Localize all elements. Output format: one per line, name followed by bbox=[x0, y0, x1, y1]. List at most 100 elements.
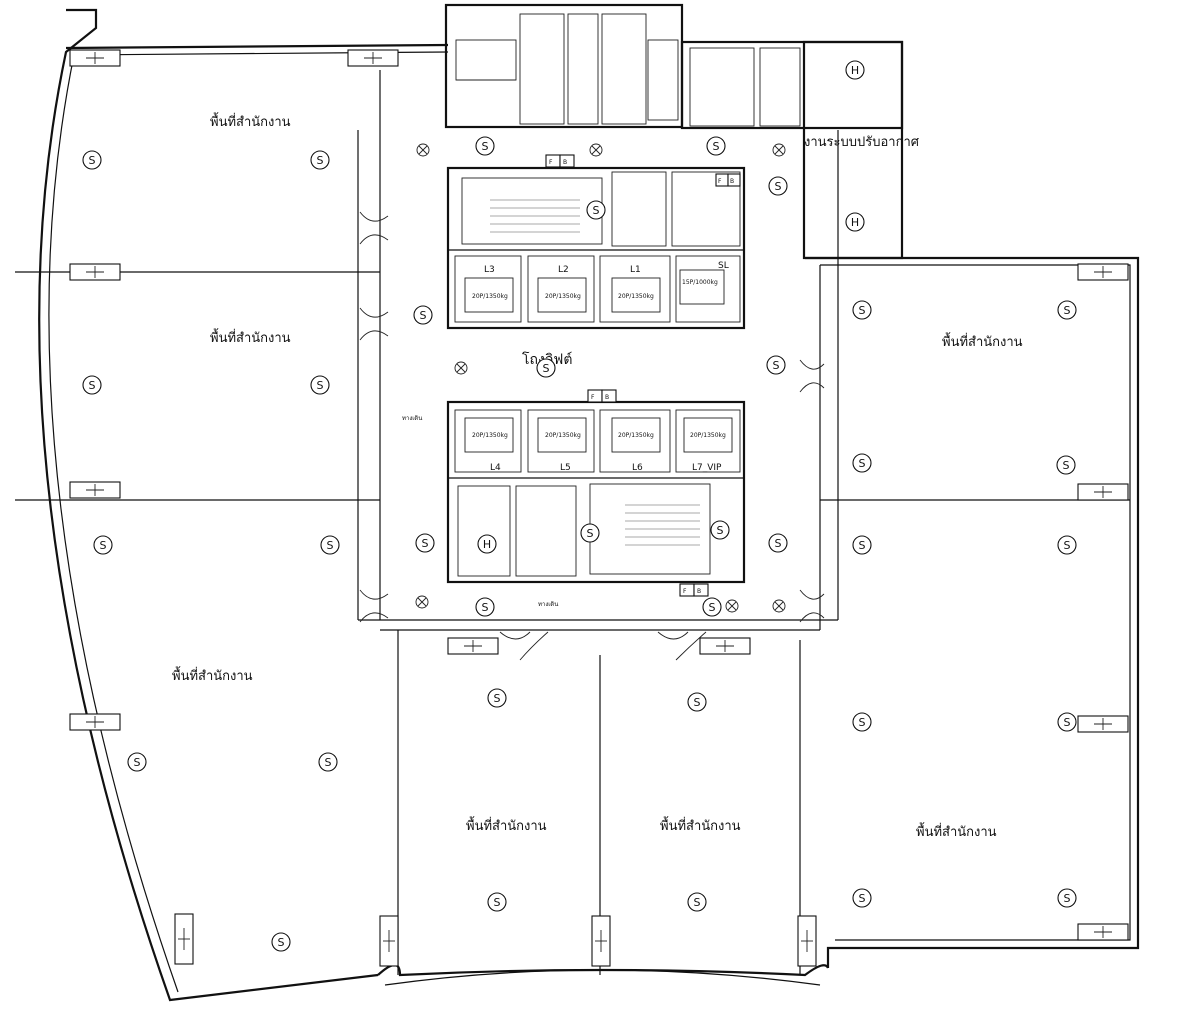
svg-text:S: S bbox=[709, 601, 716, 614]
sprinkler-symbol: S bbox=[1057, 300, 1077, 320]
lift-cap-l6: 20P/1350kg bbox=[618, 432, 654, 439]
lift-label-sl: SL bbox=[718, 261, 729, 271]
svg-text:S: S bbox=[775, 537, 782, 550]
sprinkler-symbol: S bbox=[318, 752, 338, 772]
sprinkler-symbol: S bbox=[687, 892, 707, 912]
svg-text:S: S bbox=[1063, 459, 1070, 472]
detector-icon bbox=[454, 361, 468, 375]
sprinkler-symbol: S bbox=[706, 136, 726, 156]
svg-text:S: S bbox=[587, 527, 594, 540]
lift-label-l3: L3 bbox=[484, 265, 495, 275]
sprinkler-symbol: S bbox=[487, 688, 507, 708]
svg-text:S: S bbox=[1064, 304, 1071, 317]
detector-icon bbox=[415, 595, 429, 609]
sprinkler-symbol: S bbox=[1057, 888, 1077, 908]
room-label-office-3: พื้นที่สำนักงาน bbox=[172, 666, 253, 684]
svg-text:S: S bbox=[494, 896, 501, 909]
outer-walls bbox=[38, 3, 1140, 1002]
corridor-label: ทางเดิน bbox=[402, 415, 422, 422]
detectors bbox=[415, 143, 786, 613]
sprinkler-symbol: S bbox=[586, 200, 606, 220]
hydrant-symbol: H bbox=[845, 212, 865, 232]
diffuser bbox=[797, 915, 817, 967]
svg-text:F: F bbox=[718, 178, 722, 185]
lift-cap-sl: 15P/1000kg bbox=[682, 279, 718, 286]
diffuser bbox=[699, 637, 751, 655]
svg-text:S: S bbox=[89, 154, 96, 167]
sprinkler-symbol: S bbox=[413, 305, 433, 325]
svg-text:B: B bbox=[563, 159, 567, 166]
core-top: L3 L2 L1 SL 20P/1350kg 20P/1350kg 20P/13… bbox=[446, 166, 746, 330]
svg-text:S: S bbox=[717, 524, 724, 537]
detector-icon bbox=[416, 143, 430, 157]
room-labels: พื้นที่สำนักงาน พื้นที่สำนักงาน พื้นที่ส… bbox=[172, 112, 1023, 840]
svg-text:S: S bbox=[859, 892, 866, 905]
svg-text:S: S bbox=[859, 716, 866, 729]
svg-text:B: B bbox=[605, 394, 609, 401]
sprinkler-symbol: S bbox=[852, 712, 872, 732]
lift-label-l4: L4 bbox=[490, 463, 501, 473]
sprinkler-symbol: S bbox=[852, 535, 872, 555]
sprinkler-symbol: S bbox=[852, 300, 872, 320]
diffuser bbox=[1077, 483, 1129, 501]
svg-text:S: S bbox=[694, 896, 701, 909]
core-bottom: 20P/1350kg 20P/1350kg 20P/1350kg 20P/135… bbox=[446, 400, 746, 584]
lift-cap-l2: 20P/1350kg bbox=[545, 293, 581, 300]
corridor-label-bottom: ทางเดิน bbox=[538, 601, 558, 608]
sprinkler-symbol: S bbox=[687, 692, 707, 712]
sprinkler-symbol: S bbox=[310, 150, 330, 170]
svg-text:S: S bbox=[593, 204, 600, 217]
svg-text:S: S bbox=[694, 696, 701, 709]
svg-text:B: B bbox=[730, 178, 734, 185]
svg-text:S: S bbox=[327, 539, 334, 552]
svg-text:H: H bbox=[483, 538, 491, 551]
hydrants: H H H bbox=[477, 60, 865, 554]
svg-text:S: S bbox=[859, 304, 866, 317]
sprinkler-symbol: S bbox=[580, 523, 600, 543]
sprinkler-symbol: S bbox=[93, 535, 113, 555]
sprinkler-symbol: S bbox=[310, 375, 330, 395]
svg-text:S: S bbox=[278, 936, 285, 949]
sprinkler-symbol: S bbox=[82, 150, 102, 170]
sprinkler-symbol: S bbox=[1057, 712, 1077, 732]
sprinkler-symbol: S bbox=[766, 355, 786, 375]
room-label-office-1: พื้นที่สำนักงาน bbox=[210, 112, 291, 130]
lift-cap-l4: 20P/1350kg bbox=[472, 432, 508, 439]
hydrant-symbol: H bbox=[477, 534, 497, 554]
svg-text:S: S bbox=[1064, 716, 1071, 729]
svg-text:S: S bbox=[773, 359, 780, 372]
detector-icon bbox=[772, 143, 786, 157]
diffusers bbox=[69, 49, 1129, 967]
room-label-office-4: พื้นที่สำนักงาน bbox=[466, 816, 547, 834]
sprinkler-symbol: S bbox=[702, 597, 722, 617]
svg-text:S: S bbox=[325, 756, 332, 769]
detector-icon bbox=[772, 599, 786, 613]
diffuser bbox=[347, 49, 399, 67]
svg-text:S: S bbox=[1064, 539, 1071, 552]
diffuser bbox=[1077, 923, 1129, 941]
svg-text:S: S bbox=[134, 756, 141, 769]
sprinkler-symbol: S bbox=[1057, 535, 1077, 555]
room-label-ac: งานระบบปรับอากาศ bbox=[804, 135, 920, 150]
svg-text:H: H bbox=[851, 64, 859, 77]
sprinkler-symbol: S bbox=[415, 533, 435, 553]
diffuser bbox=[379, 915, 399, 967]
svg-text:F: F bbox=[591, 394, 595, 401]
sprinkler-symbol: S bbox=[127, 752, 147, 772]
sprinkler-symbol: S bbox=[852, 453, 872, 473]
lift-label-l6: L6 bbox=[632, 463, 643, 473]
lift-label-l5: L5 bbox=[560, 463, 571, 473]
diffuser bbox=[69, 49, 121, 67]
sprinkler-symbol: S bbox=[710, 520, 730, 540]
svg-text:S: S bbox=[89, 379, 96, 392]
sprinkler-symbol: S bbox=[475, 597, 495, 617]
diffuser bbox=[591, 915, 611, 967]
sprinkler-symbol: S bbox=[536, 358, 556, 378]
svg-text:S: S bbox=[317, 154, 324, 167]
sprinkler-symbol: S bbox=[768, 176, 788, 196]
